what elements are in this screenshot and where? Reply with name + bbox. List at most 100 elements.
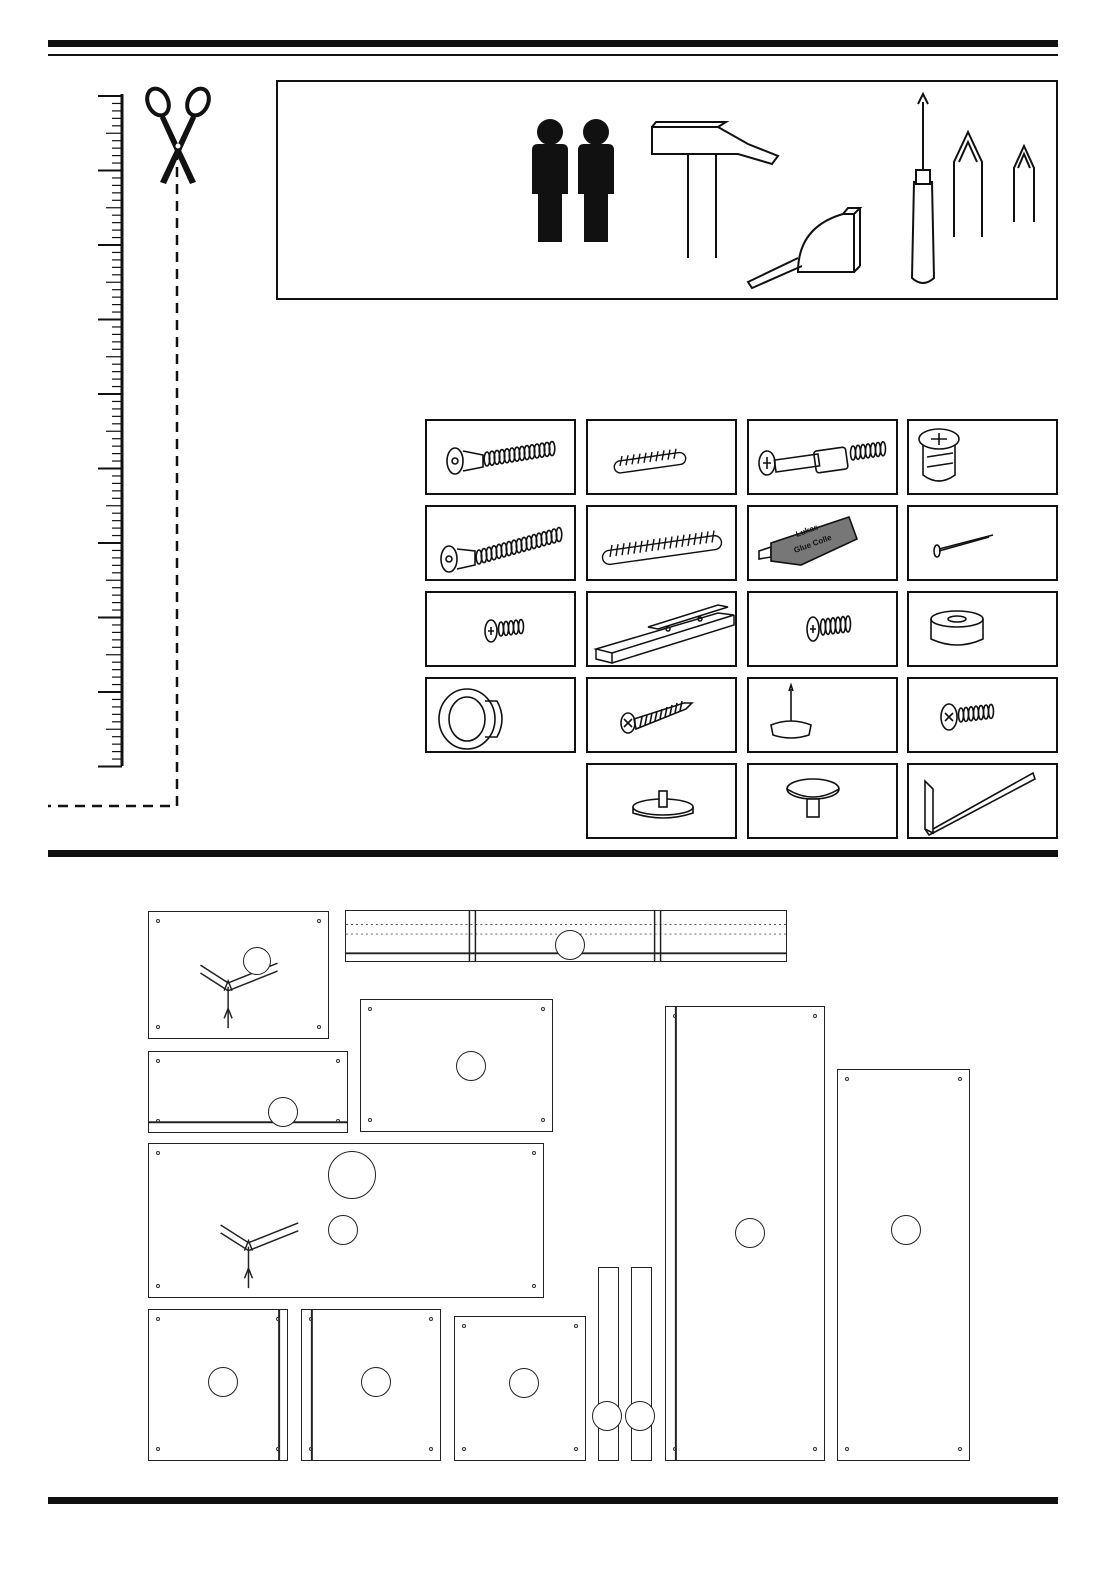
drill-hole: [532, 1151, 536, 1155]
drill-hole: [309, 1317, 313, 1321]
drill-hole: [156, 1317, 160, 1321]
wooden-dowel-short-icon: [588, 421, 735, 493]
flat-bit-icon: [1014, 146, 1034, 222]
drill-hole: [317, 919, 321, 923]
drill-hole: [845, 1447, 849, 1451]
drill-hole: [813, 1014, 817, 1018]
top-thick-rule: [48, 40, 1058, 47]
drill-hole: [156, 1284, 160, 1288]
large-top-part-marker: [328, 1151, 376, 1199]
tape-measure-icon: [748, 208, 860, 288]
hardware-spacer-ring: [907, 591, 1058, 667]
hardware-cam-lock: [907, 419, 1058, 495]
short-screw-2-icon: [749, 593, 896, 665]
drill-hole: [532, 1284, 536, 1288]
large-top-part-marker-2: [328, 1215, 358, 1245]
side-panel-right: [837, 1069, 970, 1461]
hardware-drawer-runner: [586, 591, 737, 667]
drill-hole: [462, 1324, 466, 1328]
drawer-runner-icon: [588, 593, 735, 665]
side-panel-right-part-marker: [891, 1215, 921, 1245]
drill-hole: [317, 1025, 321, 1029]
drill-hole: [156, 1025, 160, 1029]
two-person-icon: [532, 119, 614, 242]
small-shelf-part-marker: [268, 1097, 298, 1127]
furniture-glide-icon: [588, 765, 735, 837]
drill-hole: [156, 1447, 160, 1451]
screwdriver-icon: [912, 94, 934, 283]
nail-icon: [909, 507, 1056, 579]
small-shelf: [148, 1051, 348, 1133]
wood-screw-icon: [588, 679, 735, 751]
hardware-wooden-dowel-long: [586, 505, 737, 581]
top-rail-part-marker: [555, 930, 585, 960]
machine-screw-icon: [909, 679, 1056, 751]
phillips-bit-icon: [954, 132, 982, 237]
strip-2-part-marker: [625, 1401, 655, 1431]
tools-box: [276, 80, 1058, 300]
cam-lock-icon: [909, 421, 1056, 493]
side-panel-tall-part-marker: [735, 1218, 765, 1248]
detail-panel-1: [148, 911, 329, 1039]
cam-bolt-longer-icon: [427, 507, 574, 579]
hardware-nail: [907, 505, 1058, 581]
nail-glide-icon: [749, 679, 896, 751]
drill-hole: [156, 1119, 160, 1123]
drill-hole: [541, 1118, 545, 1122]
hardware-short-screw-2: [747, 591, 898, 667]
drill-hole: [276, 1447, 280, 1451]
drill-hole: [368, 1118, 372, 1122]
drill-hole: [673, 1014, 677, 1018]
drill-hole: [813, 1447, 817, 1451]
drawer-back-part-marker: [509, 1368, 539, 1398]
hardware-allen-key: [907, 763, 1058, 839]
drill-hole: [429, 1317, 433, 1321]
wooden-dowel-long-icon: [588, 507, 735, 579]
hardware-wood-screw: [586, 677, 737, 753]
hardware-cam-bolt-longer: [425, 505, 576, 581]
hardware-shelf-support: [747, 763, 898, 839]
hardware-knob: [425, 677, 576, 753]
short-screw-icon: [427, 593, 574, 665]
drill-hole: [156, 919, 160, 923]
cam-bolt-long-icon: [427, 421, 574, 493]
hardware-connector-bolt: [747, 419, 898, 495]
drill-hole: [276, 1317, 280, 1321]
drill-hole: [958, 1447, 962, 1451]
shelf-support-icon: [749, 765, 896, 837]
drill-hole: [541, 1007, 545, 1011]
drill-hole: [462, 1447, 466, 1451]
hardware-short-screw: [425, 591, 576, 667]
spacer-ring-icon: [909, 593, 1056, 665]
drill-hole: [309, 1447, 313, 1451]
drawer-side-2-part-marker: [361, 1367, 391, 1397]
hardware-cam-bolt-long: [425, 419, 576, 495]
strip-1-part-marker: [592, 1401, 622, 1431]
hardware-nail-glide: [747, 677, 898, 753]
drill-hole: [958, 1077, 962, 1081]
drill-hole: [574, 1447, 578, 1451]
drill-hole: [673, 1447, 677, 1451]
top-thin-rule: [48, 54, 1058, 56]
detail-panel-1-part-marker: [243, 947, 271, 975]
strip-1: [598, 1267, 619, 1461]
drawer-side-1-part-marker: [208, 1367, 238, 1397]
drill-hole: [368, 1007, 372, 1011]
drill-hole: [336, 1059, 340, 1063]
bottom-rule: [48, 1497, 1058, 1504]
drill-hole: [336, 1119, 340, 1123]
back-panel-small-part-marker: [456, 1051, 486, 1081]
hardware-furniture-glide: [586, 763, 737, 839]
drill-hole: [845, 1077, 849, 1081]
drill-hole: [156, 1059, 160, 1063]
drill-hole: [574, 1324, 578, 1328]
cut-line: [46, 150, 186, 812]
connector-bolt-icon: [749, 421, 896, 493]
knob-icon: [427, 679, 574, 751]
allen-key-icon: [909, 765, 1056, 837]
hammer-icon: [652, 122, 778, 258]
drill-hole: [429, 1447, 433, 1451]
hardware-wooden-dowel-short: [586, 419, 737, 495]
hardware-machine-screw: [907, 677, 1058, 753]
